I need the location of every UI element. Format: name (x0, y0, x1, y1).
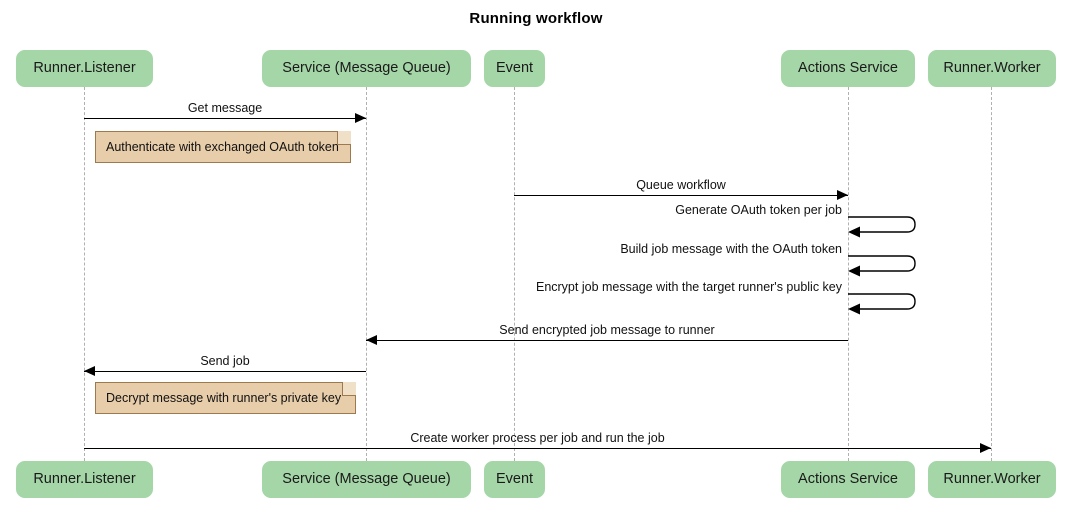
participant-event-head[interactable]: Event (484, 50, 545, 87)
arrowhead-m2 (837, 190, 848, 200)
message-label-m1: Get message (187, 101, 263, 115)
message-line-m8 (84, 448, 991, 449)
message-label-m8: Create worker process per job and run th… (410, 431, 665, 445)
participant-label: Actions Service (798, 471, 898, 487)
page-title: Running workflow (469, 10, 603, 27)
self-message-m4 (848, 250, 919, 279)
message-line-m2 (514, 195, 848, 196)
self-message-m3 (848, 211, 919, 240)
self-message-m5 (848, 288, 919, 317)
lifeline-runner-worker (991, 87, 992, 461)
participant-runner-listener-head[interactable]: Runner.Listener (16, 50, 153, 87)
note-label: Decrypt message with runner's private ke… (106, 391, 342, 405)
participant-label: Runner.Listener (33, 60, 136, 76)
arrowhead-m7 (84, 366, 95, 376)
participant-label: Actions Service (798, 60, 898, 76)
note-folded-corner-icon (342, 382, 356, 396)
participant-label: Service (Message Queue) (282, 60, 451, 76)
participant-actions-service-head[interactable]: Actions Service (781, 50, 915, 87)
message-label-m6: Send encrypted job message to runner (499, 323, 715, 337)
note-folded-corner-icon (337, 131, 351, 145)
note-label: Authenticate with exchanged OAuth token (106, 140, 339, 154)
participant-runner-listener-foot[interactable]: Runner.Listener (16, 461, 153, 498)
arrowhead-m8 (980, 443, 991, 453)
participant-label: Service (Message Queue) (282, 471, 451, 487)
lifeline-runner-listener (84, 87, 85, 461)
message-label-m4: Build job message with the OAuth token (620, 242, 842, 256)
participant-service-mq-head[interactable]: Service (Message Queue) (262, 50, 471, 87)
message-label-m7: Send job (200, 354, 250, 368)
lifeline-actions-service (848, 87, 849, 461)
participant-runner-worker-head[interactable]: Runner.Worker (928, 50, 1056, 87)
note-n1: Authenticate with exchanged OAuth token (95, 131, 351, 163)
participant-label: Runner.Worker (943, 471, 1041, 487)
participant-actions-service-foot[interactable]: Actions Service (781, 461, 915, 498)
participant-event-foot[interactable]: Event (484, 461, 545, 498)
message-label-m5: Encrypt job message with the target runn… (535, 280, 842, 294)
arrowhead-m6 (366, 335, 377, 345)
arrowhead-m1 (355, 113, 366, 123)
message-label-m2: Queue workflow (636, 178, 726, 192)
lifeline-service-mq (366, 87, 367, 461)
message-label-m3: Generate OAuth token per job (675, 203, 842, 217)
message-line-m7 (84, 371, 366, 372)
message-line-m1 (84, 118, 366, 119)
participant-service-mq-foot[interactable]: Service (Message Queue) (262, 461, 471, 498)
participant-label: Event (495, 471, 534, 487)
note-n2: Decrypt message with runner's private ke… (95, 382, 356, 414)
participant-label: Runner.Listener (33, 471, 136, 487)
participant-label: Runner.Worker (943, 60, 1041, 76)
participant-label: Event (495, 60, 534, 76)
lifeline-event (514, 87, 515, 461)
message-line-m6 (366, 340, 848, 341)
participant-runner-worker-foot[interactable]: Runner.Worker (928, 461, 1056, 498)
